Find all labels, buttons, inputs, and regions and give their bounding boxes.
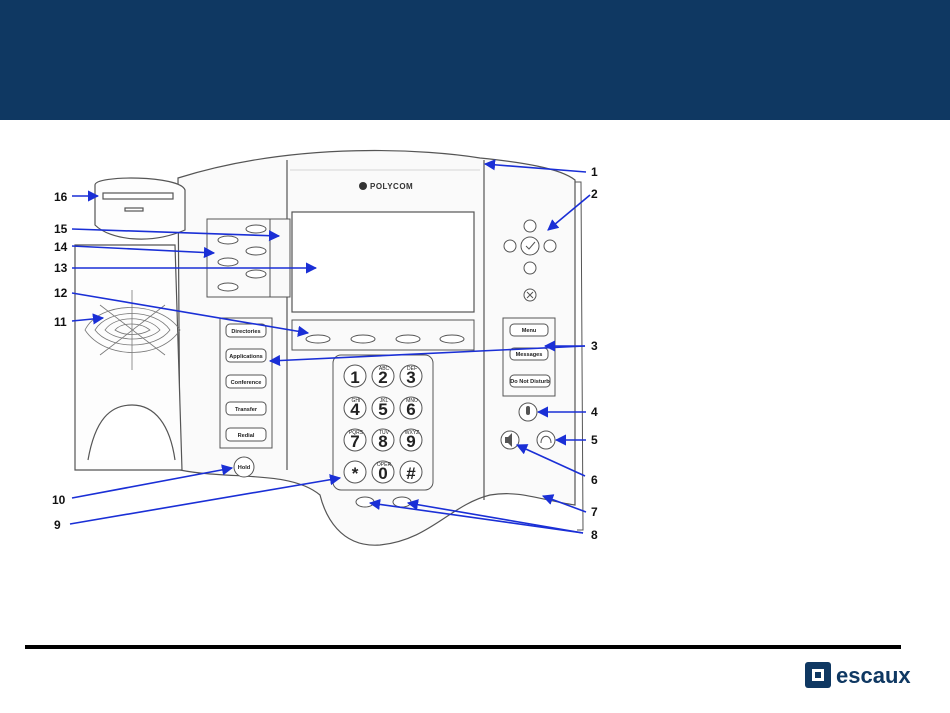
soft-keys (292, 320, 474, 350)
keypad-key-number: * (352, 464, 359, 483)
callout-6: 6 (591, 473, 598, 487)
callout-12: 12 (54, 286, 68, 300)
callout-2: 2 (591, 187, 598, 201)
callout-14: 14 (54, 240, 68, 254)
feature-key-transfer: Transfer (235, 407, 258, 413)
keypad-key-letters: TUV (379, 430, 390, 436)
feature-keys: Directories Applications Conference Tran… (220, 318, 272, 448)
keypad-key-letters: OPER (377, 462, 392, 468)
svg-text:Hold: Hold (238, 465, 251, 471)
hold-button: Hold (234, 457, 254, 477)
feature-key-directories: Directories (231, 329, 260, 335)
callout-5: 5 (591, 433, 598, 447)
messages-key: Messages (516, 352, 543, 358)
callout-8: 8 (591, 528, 598, 542)
feature-key-applications: Applications (229, 354, 263, 360)
escaux-logo: escaux (803, 661, 943, 691)
keypad-key-letters: JKL (380, 398, 389, 404)
line-keys (207, 219, 290, 297)
callout-11: 11 (54, 315, 67, 329)
feature-key-conference: Conference (231, 380, 262, 386)
callout-1: 1 (591, 165, 598, 179)
logo-text: escaux (836, 663, 911, 688)
footer-rule (25, 645, 901, 649)
callout-4: 4 (591, 405, 598, 419)
callout-13: 13 (54, 261, 68, 275)
keypad-key-letters: WXYZ (405, 430, 419, 436)
right-keys: Menu Messages Do Not Disturb (503, 318, 555, 396)
side-strip (575, 182, 583, 530)
keypad-key-letters: MNO (406, 398, 418, 404)
menu-key: Menu (522, 328, 537, 334)
callout-16: 16 (54, 190, 68, 204)
keypad-key-number: 1 (350, 368, 359, 387)
callout-3: 3 (591, 339, 598, 353)
keypad-key-letters: PQRS (349, 430, 364, 436)
display-screen (292, 212, 474, 312)
keypad-key-number: # (406, 464, 416, 483)
callout-7: 7 (591, 505, 598, 519)
callout-15: 15 (54, 222, 68, 236)
feature-key-redial: Redial (238, 433, 255, 439)
keypad-key-letters: GHI (352, 398, 361, 404)
do-not-disturb-key: Do Not Disturb (510, 379, 550, 385)
keypad-key-letters: DEF (407, 366, 417, 372)
callout-10: 10 (52, 493, 66, 507)
brand-label: POLYCOM (370, 182, 413, 191)
headset-icon (537, 431, 555, 449)
keypad-key-letters: ABC (379, 366, 390, 372)
callout-9: 9 (54, 518, 61, 532)
